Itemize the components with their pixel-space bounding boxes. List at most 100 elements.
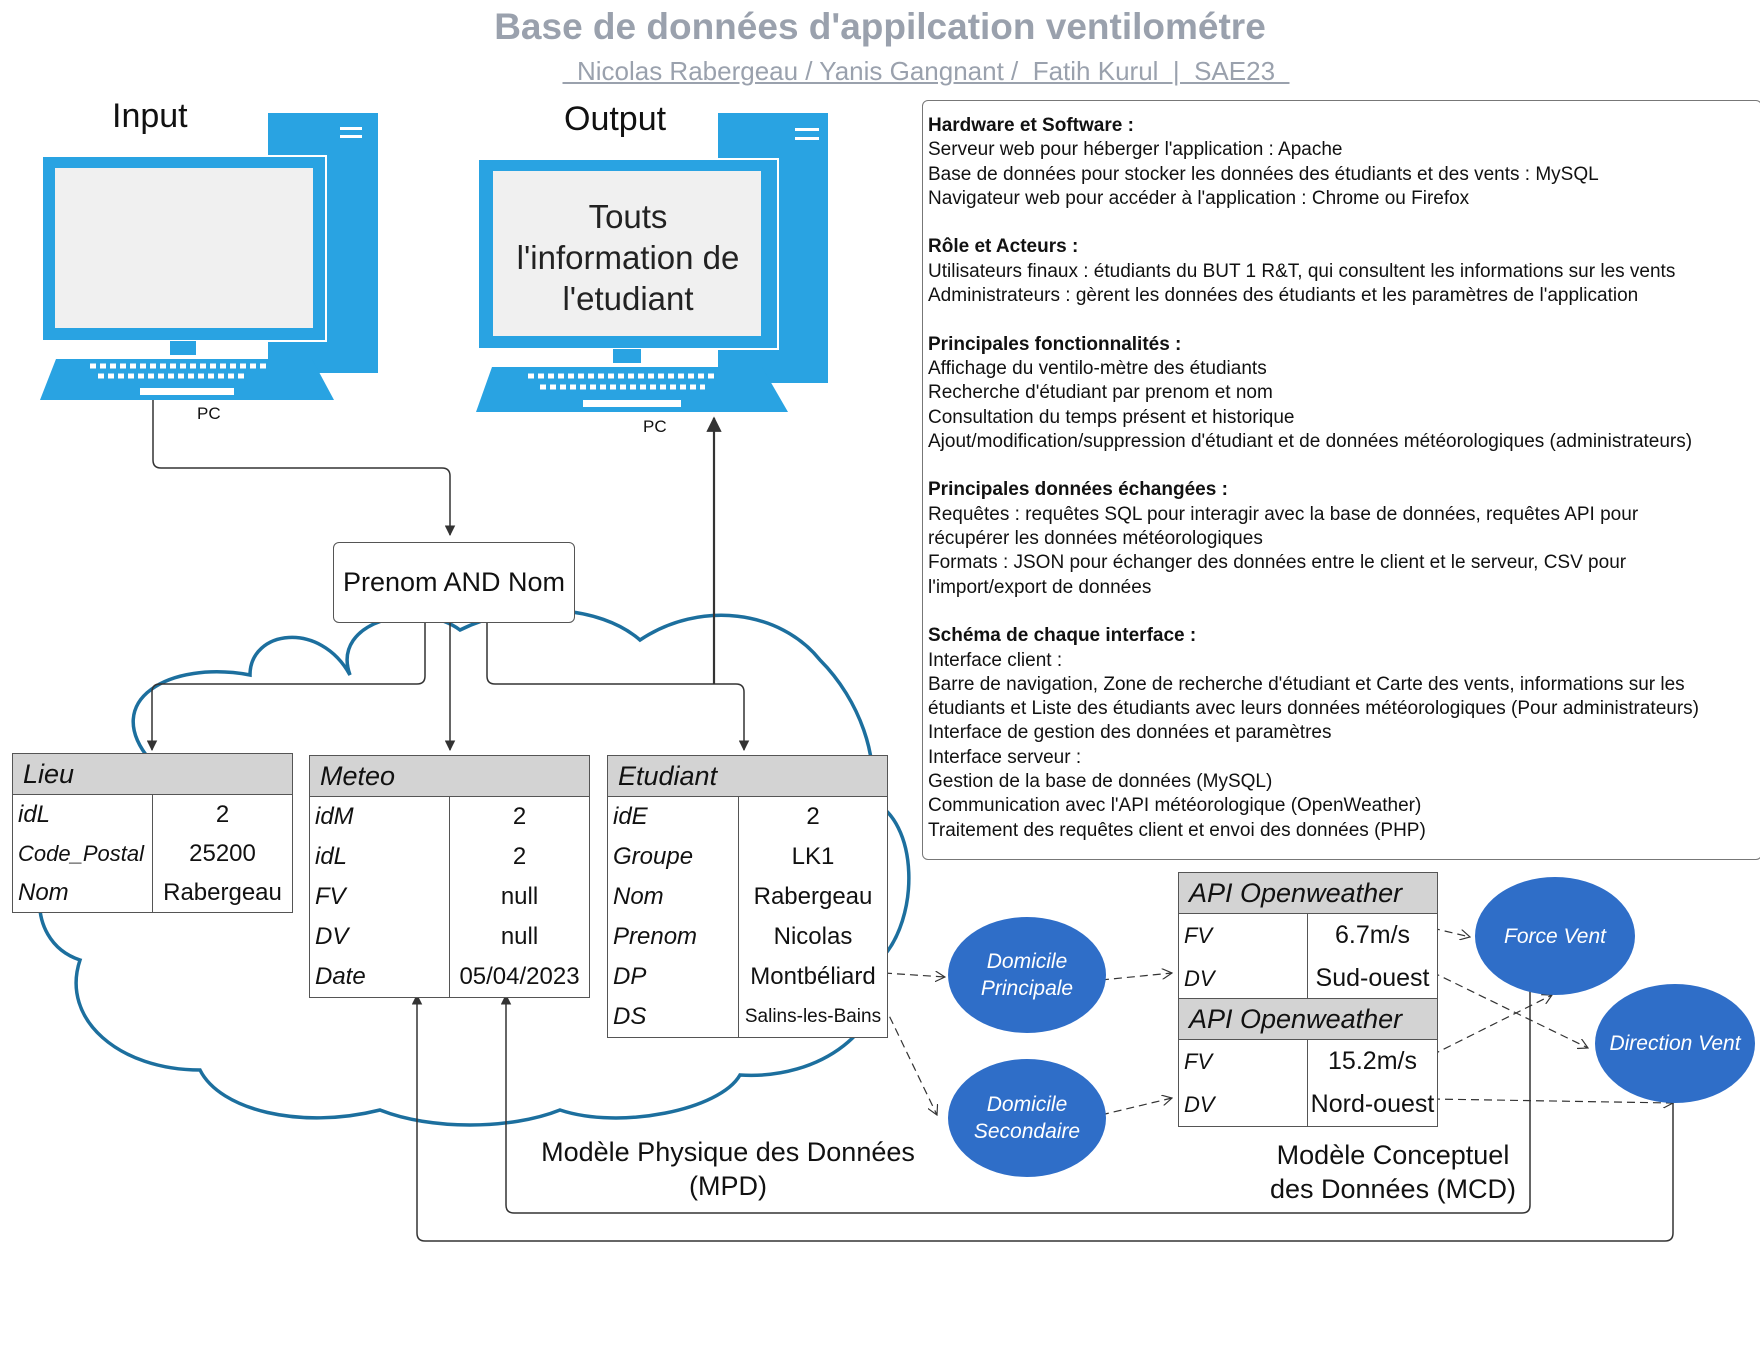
field-value: 2 bbox=[512, 803, 527, 830]
info-heading: Principales fonctionnalités : bbox=[928, 333, 1182, 355]
table-row: idL 2 bbox=[310, 837, 589, 877]
info-heading: Rôle et Acteurs : bbox=[928, 236, 1079, 258]
table-row: FV 6.7m/s bbox=[1179, 914, 1437, 957]
solid-connectors bbox=[146, 400, 1674, 1242]
output-heading: Output bbox=[564, 100, 667, 138]
field-name: Prenom bbox=[608, 917, 739, 957]
field-value: 05/04/2023 bbox=[459, 963, 580, 990]
input-pc-caption: PC bbox=[197, 404, 221, 423]
info-line: Barre de navigation, Zone de recherche d… bbox=[928, 673, 1685, 695]
info-heading: Hardware et Software : bbox=[928, 115, 1134, 136]
field-value: 2 bbox=[806, 803, 820, 830]
input-computer-icon bbox=[40, 113, 378, 400]
caption-mpd: Modèle Physique des Données (MPD) bbox=[541, 1137, 915, 1201]
output-computer-icon bbox=[476, 113, 828, 412]
field-name: idL bbox=[13, 795, 153, 834]
output-screen-text: Touts l'information de l'etudiant bbox=[516, 198, 740, 317]
field-name: FV bbox=[1179, 914, 1308, 957]
info-heading: Principales données échangées : bbox=[928, 479, 1228, 501]
info-line: Requêtes : requêtes SQL pour interagir a… bbox=[928, 503, 1639, 525]
info-section-features: Principales fonctionnalités : Affichage … bbox=[928, 333, 1760, 454]
field-value: Rabergeau bbox=[163, 878, 282, 906]
info-line: Traitement des requêtes client et envoi … bbox=[928, 819, 1426, 841]
diagram-title: Base de données d'appilcation ventilomét… bbox=[494, 6, 1266, 47]
info-line: Gestion de la base de données (MySQL) bbox=[928, 771, 1273, 793]
field-name: DV bbox=[310, 917, 450, 957]
table-row: Nom Rabergeau bbox=[608, 877, 887, 917]
info-line: l'import/export de données bbox=[928, 576, 1152, 598]
info-line: Utilisateurs finaux : étudiants du BUT 1… bbox=[928, 260, 1676, 282]
field-name: Nom bbox=[13, 873, 153, 912]
field-name: Code_Postal bbox=[13, 834, 153, 873]
field-value: Sud-ouest bbox=[1315, 964, 1430, 992]
field-value: Nord-ouest bbox=[1310, 1090, 1435, 1118]
info-line: Consultation du temps présent et histori… bbox=[928, 406, 1295, 428]
info-line: Interface client : bbox=[928, 649, 1063, 671]
info-line: Serveur web pour héberger l'application … bbox=[928, 139, 1343, 161]
authors-subtitle: Nicolas Rabergeau / Yanis Gangnant / Fat… bbox=[562, 56, 1290, 86]
table-row: idM 2 bbox=[310, 797, 589, 837]
field-name: Nom bbox=[608, 877, 739, 917]
dashed-connectors bbox=[883, 927, 1673, 1115]
info-section-hardware: Hardware et Software : Serveur web pour … bbox=[928, 114, 1760, 211]
field-value: Nicolas bbox=[773, 923, 853, 950]
field-name: idL bbox=[310, 837, 450, 877]
node-direction-vent: Direction Vent bbox=[1595, 984, 1755, 1103]
table-row: Date 05/04/2023 bbox=[310, 957, 589, 997]
field-value: 2 bbox=[512, 843, 527, 870]
field-name: idM bbox=[310, 797, 450, 837]
info-line: Base de données pour stocker les données… bbox=[928, 163, 1599, 185]
table-row: Prenom Nicolas bbox=[608, 917, 887, 957]
info-section-interfaces: Schéma de chaque interface : Interface c… bbox=[928, 624, 1760, 843]
field-value: Montbéliard bbox=[750, 963, 876, 990]
info-line: Administrateurs : gèrent les données des… bbox=[928, 285, 1639, 307]
search-query-box: Prenom AND Nom bbox=[333, 542, 575, 623]
field-value: LK1 bbox=[791, 843, 835, 870]
info-line: Recherche d'étudiant par prenom et nom bbox=[928, 382, 1273, 404]
info-line: Interface de gestion des données et para… bbox=[928, 722, 1332, 744]
info-section-roles: Rôle et Acteurs : Utilisateurs finaux : … bbox=[928, 235, 1760, 308]
project-info-panel: Hardware et Software : Serveur web pour … bbox=[922, 100, 1760, 860]
table-row: idE 2 bbox=[608, 797, 887, 837]
field-name: FV bbox=[310, 877, 450, 917]
table-lieu-title: Lieu bbox=[13, 754, 292, 795]
field-name: DV bbox=[1179, 957, 1308, 1000]
input-heading: Input bbox=[112, 97, 188, 135]
field-name: FV bbox=[1179, 1040, 1308, 1083]
output-pc-caption: PC bbox=[643, 417, 667, 436]
info-line: Navigateur web pour accéder à l'applicat… bbox=[928, 187, 1470, 209]
info-line: récupérer les données météorologiques bbox=[928, 528, 1263, 550]
node-force-vent: Force Vent bbox=[1475, 877, 1635, 995]
search-query-label: Prenom AND Nom bbox=[342, 567, 566, 597]
info-section-data-exchange: Principales données échangées : Requêtes… bbox=[928, 478, 1760, 599]
field-name: idE bbox=[608, 797, 739, 837]
field-name: DS bbox=[608, 997, 739, 1037]
info-line: Interface serveur : bbox=[928, 746, 1082, 768]
table-api1-title: API Openweather bbox=[1179, 873, 1437, 914]
field-value: 6.7m/s bbox=[1334, 921, 1411, 949]
info-line: Communication avec l'API météorologique … bbox=[928, 795, 1422, 817]
field-value: 25200 bbox=[189, 839, 256, 867]
node-domicile-principal: Domicile Principale bbox=[948, 917, 1106, 1033]
field-value: Rabergeau bbox=[753, 883, 873, 910]
field-name: Date bbox=[310, 957, 450, 997]
field-value: Salins-les-Bains bbox=[744, 1006, 882, 1027]
